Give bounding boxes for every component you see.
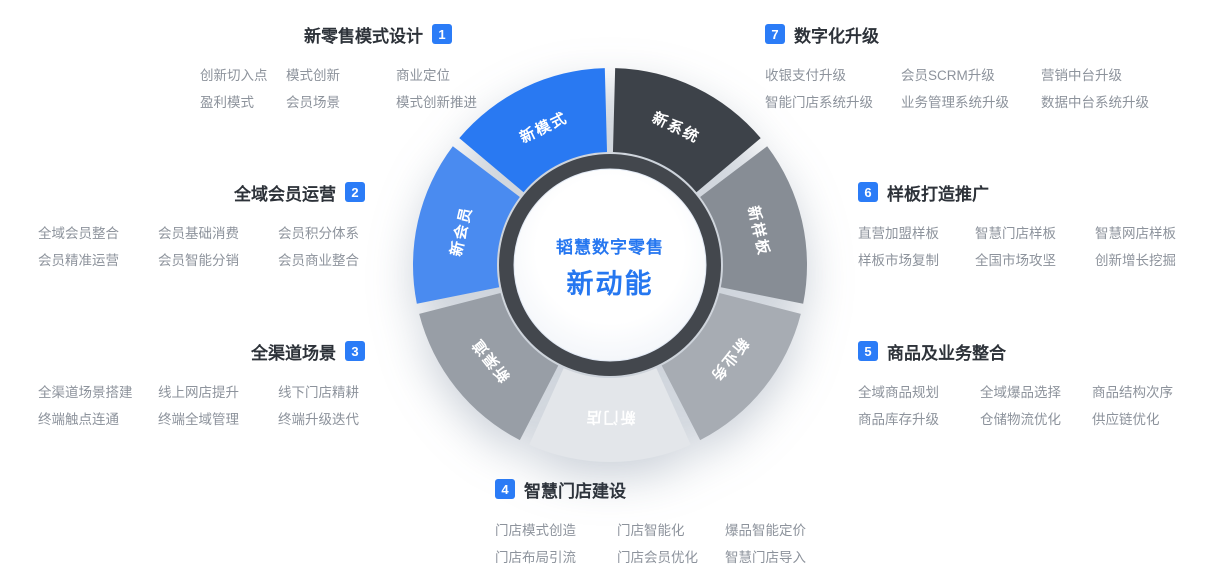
feature-item: 仓储物流优化 <box>980 411 1061 427</box>
wheel-segment-label: 新门店 <box>584 409 635 427</box>
section-6-number-badge: 6 <box>858 182 878 202</box>
section-4-items: 门店模式创造 门店智能化 爆品智能定价 门店布局引流 门店会员优化 智慧门店导入 <box>495 515 806 569</box>
feature-item: 全域爆品选择 <box>980 384 1061 400</box>
feature-item: 线下门店精耕 <box>278 384 359 400</box>
section-5-header: 5 商品及业务整合 <box>858 341 1173 363</box>
feature-item: 门店布局引流 <box>495 549 576 565</box>
feature-item: 门店会员优化 <box>617 549 698 565</box>
section-6-title: 样板打造推广 <box>887 184 989 204</box>
section-7-number-badge: 7 <box>765 24 785 44</box>
feature-item: 供应链优化 <box>1092 411 1160 427</box>
wheel-segment-new-system <box>612 68 761 193</box>
section-model-promotion: 6 样板打造推广 直营加盟样板 智慧门店样板 智慧网店样板 样板市场复制 全国市… <box>858 182 1176 272</box>
section-3-header: 全渠道场景 3 <box>38 341 365 363</box>
section-6-items: 直营加盟样板 智慧门店样板 智慧网店样板 样板市场复制 全国市场攻坚 创新增长挖… <box>858 218 1176 272</box>
feature-item: 盈利模式 <box>200 94 254 110</box>
section-7-title: 数字化升级 <box>794 26 879 46</box>
center-slogan-text: 新动能 <box>567 268 654 299</box>
section-7-items: 收银支付升级 会员SCRM升级 营销中台升级 智能门店系统升级 业务管理系统升级… <box>765 60 1149 114</box>
section-1-items: 创新切入点 模式创新 商业定位 盈利模式 会员场景 模式创新推进 <box>200 60 477 114</box>
feature-item: 智慧门店导入 <box>725 549 806 565</box>
feature-item: 模式创新推进 <box>396 94 477 110</box>
section-2-header: 全域会员运营 2 <box>38 182 365 204</box>
section-omni-channel-scene: 全渠道场景 3 全渠道场景搭建 线上网店提升 线下门店精耕 终端触点连通 终端全… <box>38 341 365 431</box>
feature-item: 全域商品规划 <box>858 384 939 400</box>
section-1-number-badge: 1 <box>432 24 452 44</box>
feature-item: 会员商业整合 <box>278 252 359 268</box>
feature-item: 全域会员整合 <box>38 225 119 241</box>
feature-item: 智能门店系统升级 <box>765 94 873 110</box>
section-6-header: 6 样板打造推广 <box>858 182 1176 204</box>
wheel-segment-new-business <box>661 293 801 441</box>
feature-item: 业务管理系统升级 <box>901 94 1009 110</box>
wheel-diagram: 新系统 新样板 新业务 新门店 新渠道 新会员 新模式 韬慧数字零售 新动能 <box>412 68 808 463</box>
section-1-title: 新零售模式设计 <box>304 26 423 46</box>
section-member-operation: 全域会员运营 2 全域会员整合 会员基础消费 会员积分体系 会员精准运营 会员智… <box>38 182 365 272</box>
wheel-segment-new-model-board <box>700 146 808 304</box>
section-3-number-badge: 3 <box>345 341 365 361</box>
feature-item: 会员场景 <box>286 94 340 110</box>
feature-item: 门店智能化 <box>617 522 685 538</box>
feature-item: 会员积分体系 <box>278 225 359 241</box>
section-new-retail-model-design: 新零售模式设计 1 创新切入点 模式创新 商业定位 盈利模式 会员场景 模式创新… <box>190 24 477 114</box>
feature-item: 全渠道场景搭建 <box>38 384 133 400</box>
section-3-title: 全渠道场景 <box>251 343 336 363</box>
feature-item: 终端升级迭代 <box>278 411 359 427</box>
feature-item: 爆品智能定价 <box>725 522 806 538</box>
section-5-title: 商品及业务整合 <box>887 343 1006 363</box>
feature-item: 会员基础消费 <box>158 225 239 241</box>
wheel-center-circle <box>513 168 707 362</box>
section-2-number-badge: 2 <box>345 182 365 202</box>
feature-item: 智慧门店样板 <box>975 225 1056 241</box>
feature-item: 直营加盟样板 <box>858 225 939 241</box>
section-4-title: 智慧门店建设 <box>524 481 626 501</box>
feature-item: 商业定位 <box>396 67 450 83</box>
wheel-segment-new-channel <box>419 293 559 441</box>
feature-item: 商品库存升级 <box>858 411 939 427</box>
section-5-number-badge: 5 <box>858 341 878 361</box>
wheel-segment-new-mode <box>459 68 608 193</box>
section-digital-upgrade: 7 数字化升级 收银支付升级 会员SCRM升级 营销中台升级 智能门店系统升级 … <box>765 24 1149 114</box>
feature-item: 会员智能分销 <box>158 252 239 268</box>
feature-item: 收银支付升级 <box>765 67 846 83</box>
section-2-items: 全域会员整合 会员基础消费 会员积分体系 会员精准运营 会员智能分销 会员商业整… <box>38 218 365 272</box>
feature-item: 创新切入点 <box>200 67 268 83</box>
feature-item: 门店模式创造 <box>495 522 576 538</box>
feature-item: 会员精准运营 <box>38 252 119 268</box>
section-5-items: 全域商品规划 全域爆品选择 商品结构次序 商品库存升级 仓储物流优化 供应链优化 <box>858 377 1173 431</box>
wheel-segment-new-member <box>412 146 520 304</box>
section-7-header: 7 数字化升级 <box>765 24 1149 46</box>
wheel-segment-new-store <box>529 368 691 463</box>
section-4-number-badge: 4 <box>495 479 515 499</box>
feature-item: 全国市场攻坚 <box>975 252 1056 268</box>
feature-item: 营销中台升级 <box>1041 67 1122 83</box>
feature-item: 终端触点连通 <box>38 411 119 427</box>
section-2-title: 全域会员运营 <box>234 184 336 204</box>
center-brand-text: 韬慧数字零售 <box>556 237 664 257</box>
section-goods-business-integration: 5 商品及业务整合 全域商品规划 全域爆品选择 商品结构次序 商品库存升级 仓储… <box>858 341 1173 431</box>
feature-item: 数据中台系统升级 <box>1041 94 1149 110</box>
feature-item: 智慧网店样板 <box>1095 225 1176 241</box>
section-1-header: 新零售模式设计 1 <box>190 24 452 46</box>
section-4-header: 4 智慧门店建设 <box>495 479 806 501</box>
feature-item: 线上网店提升 <box>158 384 239 400</box>
section-3-items: 全渠道场景搭建 线上网店提升 线下门店精耕 终端触点连通 终端全域管理 终端升级… <box>38 377 365 431</box>
feature-item: 样板市场复制 <box>858 252 939 268</box>
section-smart-store-construction: 4 智慧门店建设 门店模式创造 门店智能化 爆品智能定价 门店布局引流 门店会员… <box>495 479 806 569</box>
feature-item: 模式创新 <box>286 67 340 83</box>
feature-item: 会员SCRM升级 <box>901 67 995 83</box>
feature-item: 创新增长挖掘 <box>1095 252 1176 268</box>
feature-item: 终端全域管理 <box>158 411 239 427</box>
feature-item: 商品结构次序 <box>1092 384 1173 400</box>
